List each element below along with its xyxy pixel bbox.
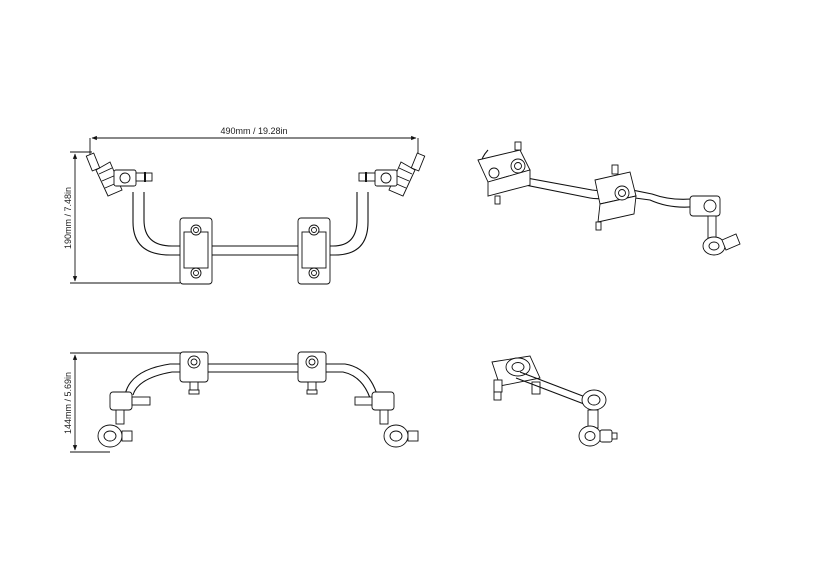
end-link-left [85, 152, 153, 197]
height-dimension-top-label: 144mm / 5.69in [63, 372, 73, 434]
iso1-bracket-left [477, 141, 531, 205]
front-view: 490mm / 19.28in 190mm / 7.48in [63, 126, 426, 285]
iso2-bracket [491, 355, 541, 401]
top-end-link-left [97, 391, 151, 448]
sway-bar-front [132, 192, 369, 256]
end-link-right [358, 152, 426, 197]
top-bracket-left [179, 351, 209, 395]
height-dimension-front: 190mm / 7.48in [63, 151, 180, 284]
sway-bar-top [124, 363, 379, 399]
top-end-link-right [354, 391, 419, 448]
top-view: 144mm / 5.69in [63, 351, 419, 453]
iso2-end-link [578, 389, 618, 447]
width-dimension: 490mm / 19.28in [89, 126, 419, 160]
bushing-bracket-left [179, 217, 213, 285]
iso1-bracket-right [594, 164, 637, 231]
isometric-view-1 [477, 141, 741, 256]
height-dimension-front-label: 190mm / 7.48in [63, 187, 73, 249]
width-dimension-label: 490mm / 19.28in [220, 126, 287, 136]
isometric-view-2 [491, 355, 618, 447]
height-dimension-top: 144mm / 5.69in [63, 352, 185, 453]
top-bracket-right [297, 351, 327, 395]
iso1-end-link [689, 195, 741, 256]
bushing-bracket-right [297, 217, 331, 285]
